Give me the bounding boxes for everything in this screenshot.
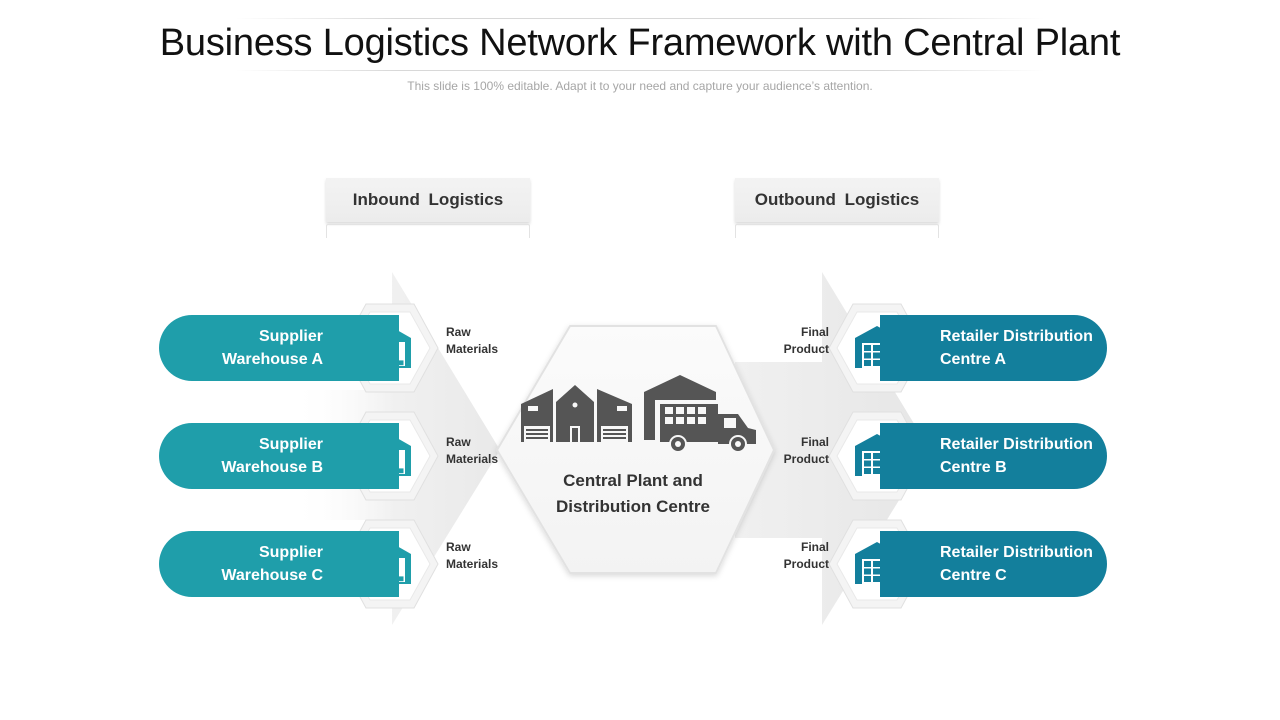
page-subtitle: This slide is 100% editable. Adapt it to… — [407, 79, 873, 93]
supplier-a-line2: Warehouse A — [221, 351, 323, 368]
supplier-warehouse-a: Supplier Warehouse A — [159, 315, 399, 381]
title-top-rule — [235, 18, 1045, 19]
retailer-distribution-centre-b: Retailer Distribution Centre B — [880, 423, 1107, 489]
central-plant-line1: Central Plant and — [563, 471, 703, 490]
supplier-c-line2: Warehouse C — [221, 567, 323, 584]
supplier-warehouse-c: Supplier Warehouse C — [159, 531, 399, 597]
inbound-logistics-header: Inbound Logistics — [326, 178, 530, 222]
retailer-b-line1: Retailer Distribution — [940, 436, 1093, 453]
final-product-label-c: Final Product — [770, 539, 829, 573]
page-title: Business Logistics Network Framework wit… — [159, 22, 1121, 64]
flow-word-1: Raw — [446, 435, 471, 449]
final-product-label-b: Final Product — [770, 434, 829, 468]
flow-word-1: Final — [800, 540, 829, 554]
supplier-b-line2: Warehouse B — [221, 459, 323, 476]
final-product-label-a: Final Product — [770, 324, 829, 358]
outbound-logistics-label: Outbound Logistics — [754, 190, 920, 209]
inbound-logistics-label: Inbound Logistics — [352, 190, 504, 209]
flow-word-1: Final — [800, 435, 829, 449]
flow-word-1: Final — [800, 325, 829, 339]
title-bottom-rule — [235, 70, 1045, 71]
flow-word-2: Materials — [446, 342, 499, 356]
retailer-b-line2: Centre B — [940, 459, 1007, 476]
retailer-a-line2: Centre A — [940, 351, 1007, 368]
flow-word-1: Raw — [446, 540, 471, 554]
flow-word-2: Product — [783, 342, 829, 356]
retailer-a-line1: Retailer Distribution — [940, 328, 1093, 345]
supplier-b-line1: Supplier — [258, 436, 323, 453]
outbound-header-tab — [735, 224, 939, 238]
supplier-a-line1: Supplier — [258, 328, 323, 345]
flow-word-2: Materials — [446, 452, 499, 466]
central-plant-label: Central Plant and Distribution Centre — [530, 468, 736, 520]
flow-word-1: Raw — [446, 325, 471, 339]
raw-materials-label-c: Raw Materials — [446, 539, 498, 573]
flow-word-2: Materials — [446, 557, 499, 571]
warehouse-truck-icon — [644, 375, 756, 453]
supplier-warehouse-b: Supplier Warehouse B — [159, 423, 399, 489]
retailer-c-line2: Centre C — [940, 567, 1007, 584]
factory-buildings-icon — [521, 385, 632, 442]
raw-materials-label-b: Raw Materials — [446, 434, 498, 468]
inbound-header-tab — [326, 224, 530, 238]
supplier-c-line1: Supplier — [258, 544, 323, 561]
central-plant-line2: Distribution Centre — [556, 497, 710, 516]
outbound-logistics-header: Outbound Logistics — [735, 178, 939, 222]
outbound-arrow — [735, 272, 930, 625]
retailer-distribution-centre-c: Retailer Distribution Centre C — [880, 531, 1107, 597]
retailer-c-line1: Retailer Distribution — [940, 544, 1093, 561]
flow-word-2: Product — [783, 452, 829, 466]
raw-materials-label-a: Raw Materials — [446, 324, 498, 358]
flow-word-2: Product — [783, 557, 829, 571]
retailer-distribution-centre-a: Retailer Distribution Centre A — [880, 315, 1107, 381]
